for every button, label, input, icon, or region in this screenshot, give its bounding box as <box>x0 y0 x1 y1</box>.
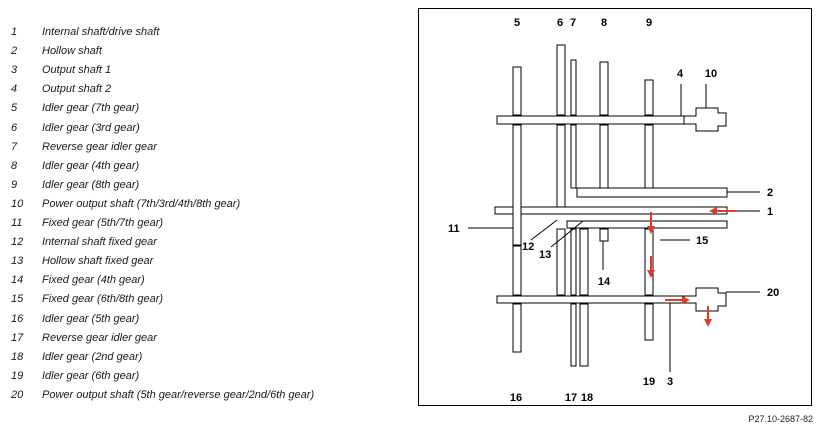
legend-item-label: Internal shaft fixed gear <box>42 236 157 249</box>
callout-7: 7 <box>570 17 576 29</box>
hollow-shaft <box>576 187 728 198</box>
shafts-and-gears <box>494 44 728 367</box>
legend-item-number: 1 <box>11 26 18 38</box>
legend-item-label: Reverse gear idler gear <box>42 331 157 344</box>
idler-gear-6 <box>556 44 566 116</box>
callout-6: 6 <box>557 17 563 29</box>
legend-item-number: 12 <box>11 236 24 249</box>
fixed-gear-14-hub <box>599 228 609 242</box>
legend-item-label: Reverse gear idler gear <box>42 140 157 153</box>
callout-18: 18 <box>581 392 593 404</box>
legend-item-label: Idler gear (4th gear) <box>42 159 140 172</box>
legend-item-number: 10 <box>11 197 24 210</box>
callout-1: 1 <box>767 206 773 218</box>
idler-gear-19 <box>644 303 654 341</box>
fixed-gear-15 <box>644 124 654 189</box>
idler-gear-18 <box>579 303 589 367</box>
legend-item-number: 4 <box>11 83 18 96</box>
idler-gear-16 <box>512 303 522 353</box>
fixed-gear-lower-d <box>579 228 589 296</box>
legend-item-number: 2 <box>11 45 18 58</box>
figure-reference: P27.10-2687-82 <box>748 414 813 424</box>
legend-item-number: 3 <box>11 64 18 77</box>
fixed-gear-lower-a <box>512 245 522 296</box>
legend-item-label: Fixed gear (4th gear) <box>42 274 145 287</box>
fixed-gear-14 <box>599 124 609 189</box>
fixed-gear-11 <box>512 124 522 246</box>
legend-item-number: 11 <box>11 217 23 229</box>
legend-item-label: Fixed gear (6th/8th gear) <box>42 293 164 306</box>
legend-item-label: Power output shaft (7th/3rd/4th/8th gear… <box>42 197 241 210</box>
internal-shaft-fixed-gear-12 <box>556 124 566 208</box>
hollow-shaft-lower <box>566 220 728 229</box>
idler-gear-5 <box>512 66 522 116</box>
legend-item-number: 7 <box>11 140 18 153</box>
callout-19: 19 <box>643 376 655 388</box>
callout-13: 13 <box>539 249 551 261</box>
legend-item-number: 17 <box>11 331 24 344</box>
legend-item-label: Power output shaft (5th gear/reverse gea… <box>42 388 315 401</box>
callout-8: 8 <box>601 17 607 29</box>
output-flange-10 <box>683 107 727 132</box>
legend-item-number: 13 <box>11 255 24 268</box>
idler-gear-7 <box>570 59 577 116</box>
legend-item-label: Idler gear (8th gear) <box>42 178 140 191</box>
callout-14: 14 <box>598 276 611 288</box>
legend-item-number: 9 <box>11 178 18 191</box>
legend-item-number: 16 <box>11 312 24 325</box>
leader-lines <box>468 84 760 372</box>
callout-4: 4 <box>677 68 684 80</box>
callout-20: 20 <box>767 287 779 299</box>
callout-9: 9 <box>646 17 652 29</box>
idler-gear-9 <box>644 79 654 116</box>
callout-10: 10 <box>705 68 717 80</box>
callout-17: 17 <box>565 392 577 404</box>
legend-item-number: 19 <box>11 369 24 382</box>
hollow-shaft-fixed-gear-13 <box>570 124 577 189</box>
legend-item-label: Internal shaft/drive shaft <box>42 26 160 38</box>
output-shaft-2 <box>496 115 696 125</box>
callout-5: 5 <box>514 17 520 29</box>
legend-item-number: 14 <box>11 274 24 287</box>
legend-item-label: Idler gear (5th gear) <box>42 312 140 325</box>
legend-item-number: 5 <box>11 102 18 115</box>
legend-item-number: 20 <box>11 388 24 401</box>
power-flow-arrows <box>647 207 735 327</box>
legend-item-label: Idler gear (7th gear) <box>42 102 140 115</box>
legend-item-label: Output shaft 2 <box>42 83 112 96</box>
fixed-gear-lower-c <box>570 228 577 296</box>
callout-numbers: 5 6 7 8 9 4 10 2 1 11 12 13 15 14 20 16 … <box>448 17 779 404</box>
legend-item-number: 15 <box>11 293 24 306</box>
legend-item-label: Idler gear (3rd gear) <box>42 121 140 134</box>
callout-15: 15 <box>696 235 708 247</box>
legend-item-number: 6 <box>11 121 18 134</box>
callout-11: 11 <box>448 223 460 235</box>
legend-item-label: Idler gear (6th gear) <box>42 369 140 382</box>
fixed-gear-lower-b <box>556 228 566 296</box>
idler-gear-8 <box>599 61 609 116</box>
callout-16: 16 <box>510 392 522 404</box>
legend-item-label: Idler gear (2nd gear) <box>42 350 143 363</box>
legend-item-number: 8 <box>11 159 18 172</box>
internal-shaft <box>494 206 728 215</box>
legend-item-label: Hollow shaft fixed gear <box>42 255 154 268</box>
callout-3: 3 <box>667 376 673 388</box>
legend-item-label: Fixed gear (5th/7th gear) <box>42 217 164 229</box>
output-flange-20 <box>683 287 727 312</box>
legend-item-label: Hollow shaft <box>42 45 102 58</box>
callout-2: 2 <box>767 187 773 199</box>
idler-gear-17 <box>570 303 577 367</box>
gearbox-diagram-frame <box>418 8 812 406</box>
legend-item-label: Output shaft 1 <box>42 64 112 77</box>
callout-12: 12 <box>522 241 534 253</box>
legend-item-number: 18 <box>11 350 24 363</box>
